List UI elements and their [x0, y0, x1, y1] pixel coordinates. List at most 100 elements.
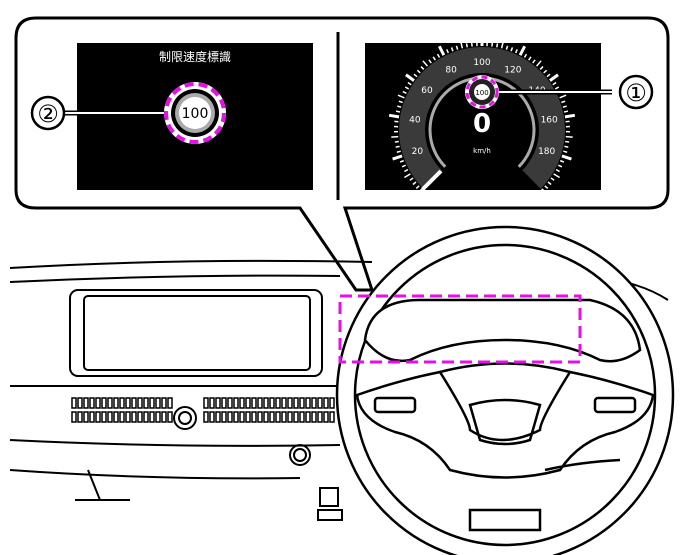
- gauge-tick: [392, 154, 403, 161]
- gauge-tick: [460, 41, 464, 49]
- vent-slot: [299, 411, 305, 423]
- vent-slot: [203, 397, 209, 409]
- vent-slot: [227, 411, 233, 423]
- vent-slot: [143, 411, 149, 423]
- vent-slot: [281, 411, 287, 423]
- gauge-tick: [395, 145, 400, 148]
- vent-slot: [137, 397, 143, 409]
- vent-slot: [305, 411, 311, 423]
- marker-1-label: ①: [625, 79, 647, 107]
- vent-slot: [269, 411, 275, 423]
- gauge-tick: [553, 173, 560, 179]
- vent-slot: [95, 397, 101, 409]
- vent-slot: [209, 411, 215, 423]
- vent-slot: [281, 397, 287, 409]
- marker-2-label: ②: [37, 100, 59, 128]
- vent-slot: [323, 411, 329, 423]
- speed-unit: km/h: [473, 147, 491, 155]
- vent-slot: [83, 411, 89, 423]
- vent-slot: [251, 411, 257, 423]
- gauge-tick: [409, 177, 414, 181]
- vent-slot: [233, 397, 239, 409]
- gauge-tick: [402, 90, 407, 95]
- vent-slot: [221, 411, 227, 423]
- gauge-tick: [518, 45, 527, 56]
- vent-slot: [221, 397, 227, 409]
- gauge-tick: [563, 110, 569, 113]
- marker-1: [618, 74, 654, 110]
- vent-slot: [257, 411, 263, 423]
- vent-slot: [71, 397, 77, 409]
- gauge-tick: [399, 159, 405, 163]
- gauge-tick: [415, 185, 420, 190]
- vent-slot: [245, 397, 251, 409]
- gauge-tick: [428, 59, 432, 64]
- vent-slot: [209, 397, 215, 409]
- air-vents: [71, 397, 335, 423]
- left-spoke-buttons: [373, 396, 417, 414]
- gauge-tick: [561, 154, 572, 161]
- vent-slot: [317, 411, 323, 423]
- vent-slot: [329, 397, 335, 409]
- vent-slot: [161, 397, 167, 409]
- gauge-tick: [555, 168, 560, 173]
- vent-slot: [305, 397, 311, 409]
- vent-slot: [125, 397, 131, 409]
- gauge-label: 60: [421, 86, 433, 96]
- gauge-tick: [394, 140, 399, 143]
- gauge-tick: [404, 173, 411, 179]
- vent-slot: [101, 397, 107, 409]
- gauge-tick: [414, 188, 424, 198]
- vent-slot: [215, 411, 221, 423]
- vent-slot: [293, 411, 299, 423]
- vent-slot: [83, 397, 89, 409]
- vent-slot: [143, 397, 149, 409]
- gauge-tick: [549, 73, 559, 82]
- gauge-tick: [437, 45, 446, 56]
- right-screen: 20406080100120140160180 0 km/h 100 ①: [365, 36, 654, 198]
- gauge-tick: [514, 49, 518, 54]
- gauge-tick: [564, 145, 569, 148]
- screen-title: 制限速度標識: [159, 49, 231, 64]
- gauge-tick: [450, 47, 454, 52]
- vent-slot: [149, 411, 155, 423]
- vent-slot: [293, 397, 299, 409]
- right-spoke-buttons: [593, 396, 637, 414]
- vent-slot: [101, 411, 107, 423]
- gauge-label: 100: [473, 58, 490, 68]
- gauge-band: [399, 47, 565, 189]
- gauge-tick: [404, 86, 410, 90]
- vent-slot: [227, 397, 233, 409]
- gauge-tick: [395, 110, 401, 113]
- vent-slot: [89, 397, 95, 409]
- vent-slot: [323, 397, 329, 409]
- vent-slot: [119, 397, 125, 409]
- gauge-tick: [564, 113, 576, 119]
- vent-slot: [77, 397, 83, 409]
- gauge-tick: [465, 43, 468, 48]
- gauge-tick: [455, 45, 459, 50]
- gauge-tick: [505, 45, 509, 50]
- gauge-label: 20: [412, 147, 424, 157]
- gauge-tick: [544, 185, 549, 190]
- vent-slot: [155, 411, 161, 423]
- vent-slot: [269, 397, 275, 409]
- vent-slot: [245, 411, 251, 423]
- vent-slot: [257, 397, 263, 409]
- gauge-tick: [559, 159, 565, 163]
- gauge-tick: [540, 188, 550, 198]
- vent-slot: [95, 411, 101, 423]
- vent-slot: [251, 397, 257, 409]
- gauge-label: 160: [541, 115, 558, 125]
- gauge-tick: [436, 53, 441, 58]
- gauge-tick: [532, 59, 536, 64]
- start-button: [289, 444, 311, 466]
- gauge-tick: [405, 73, 415, 82]
- vent-slot: [113, 397, 119, 409]
- vent-slot: [311, 411, 317, 423]
- vent-slot: [311, 397, 317, 409]
- vent-slot: [107, 411, 113, 423]
- center-display: [69, 289, 323, 377]
- gauge-label: 180: [538, 147, 555, 157]
